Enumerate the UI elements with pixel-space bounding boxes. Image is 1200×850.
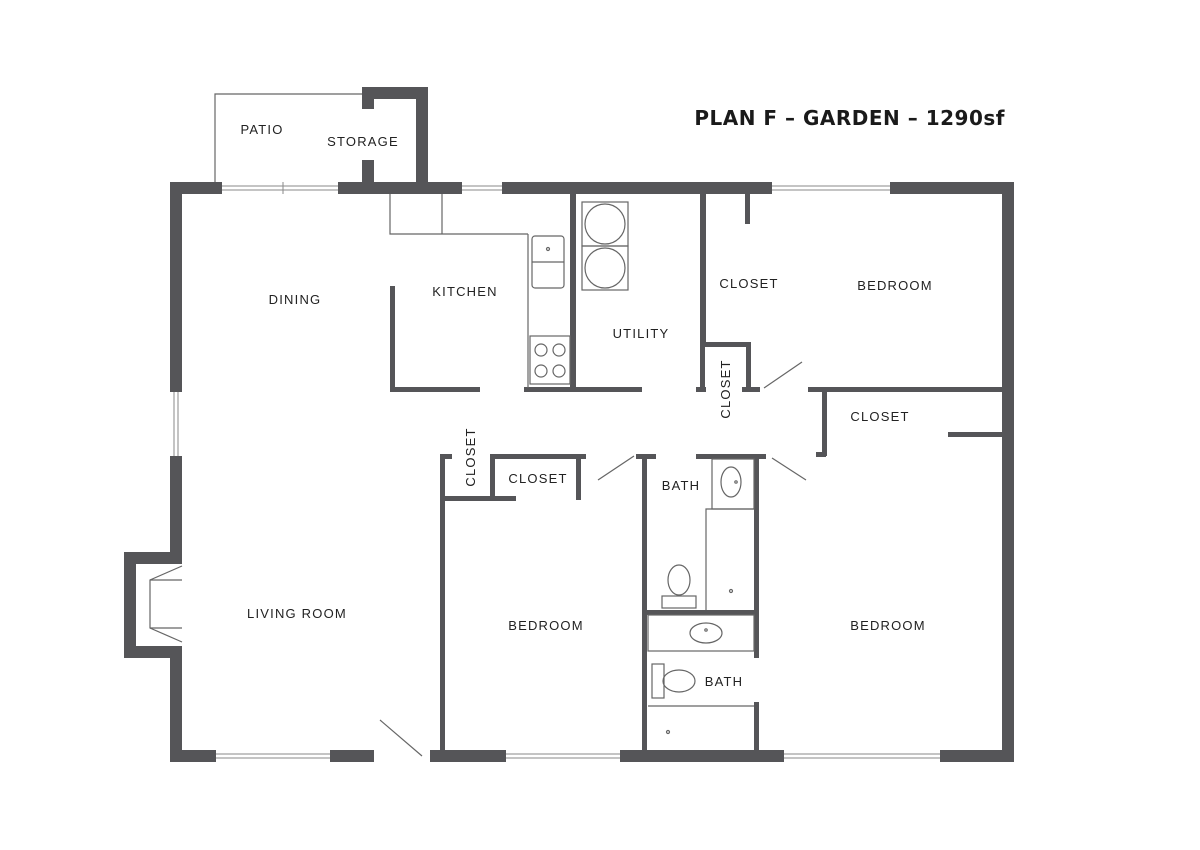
stove-icon	[529, 335, 571, 385]
toilet-icon	[651, 663, 696, 699]
label-closet-master: CLOSET	[719, 276, 778, 291]
exterior-walls	[124, 87, 1014, 762]
label-bath-upper: BATH	[662, 478, 701, 493]
door-swings	[379, 361, 807, 757]
fireplace-hearth	[149, 565, 183, 643]
wall-bottom-4	[620, 750, 784, 762]
wall-left-middle	[170, 456, 182, 562]
wall-left-upper	[170, 182, 182, 392]
wall-bottom-1	[170, 750, 216, 762]
washer-dryer-icon	[581, 201, 629, 291]
fireplace-bottom	[124, 646, 182, 658]
toilet-icon	[661, 564, 697, 609]
wall-top-right	[890, 182, 1014, 194]
fireplace-side	[124, 552, 136, 658]
room-labels: PATIO STORAGE DINING KITCHEN UTILITY CLO…	[240, 122, 933, 689]
label-living-room: LIVING ROOM	[247, 606, 347, 621]
label-patio: PATIO	[240, 122, 283, 137]
wall-left-lower	[170, 646, 182, 762]
fireplace-top	[124, 552, 182, 564]
wall-top-middle	[502, 182, 772, 194]
wall-top-left	[170, 182, 222, 194]
wall-bottom-3	[430, 750, 506, 762]
label-closet-vertical-hall: CLOSET	[718, 359, 733, 418]
label-closet-right: CLOSET	[850, 409, 909, 424]
kitchen-fixtures	[389, 194, 571, 388]
wall-top-storage	[338, 182, 462, 194]
sink-icon	[720, 466, 742, 498]
storage-wall-left-bottom	[362, 160, 374, 186]
wall-bottom-2	[330, 750, 374, 762]
storage-wall-right	[416, 87, 428, 187]
wall-right	[1002, 182, 1014, 762]
sink-icon	[689, 622, 723, 644]
label-closet-middle: CLOSET	[508, 471, 567, 486]
wall-bottom-5	[940, 750, 1014, 762]
windows	[173, 182, 940, 759]
label-bath-lower: BATH	[705, 674, 744, 689]
patio-outline	[214, 93, 362, 182]
label-bedroom-bottom-right: BEDROOM	[850, 618, 926, 633]
label-utility: UTILITY	[613, 326, 670, 341]
label-closet-vertical-left: CLOSET	[463, 427, 478, 486]
label-storage: STORAGE	[327, 134, 399, 149]
label-dining: DINING	[269, 292, 322, 307]
plan-title: PLAN F – GARDEN – 1290sf	[694, 106, 1005, 130]
storage-wall-left-top	[362, 87, 374, 109]
label-bedroom-middle: BEDROOM	[508, 618, 584, 633]
sink-icon	[531, 235, 565, 289]
upper-bath-fixtures	[661, 458, 755, 610]
interior-walls	[390, 194, 1002, 756]
storage-wall-top	[362, 87, 428, 99]
lower-bath-fixtures	[647, 614, 755, 735]
label-kitchen: KITCHEN	[432, 284, 497, 299]
label-bedroom-top-right: BEDROOM	[857, 278, 933, 293]
